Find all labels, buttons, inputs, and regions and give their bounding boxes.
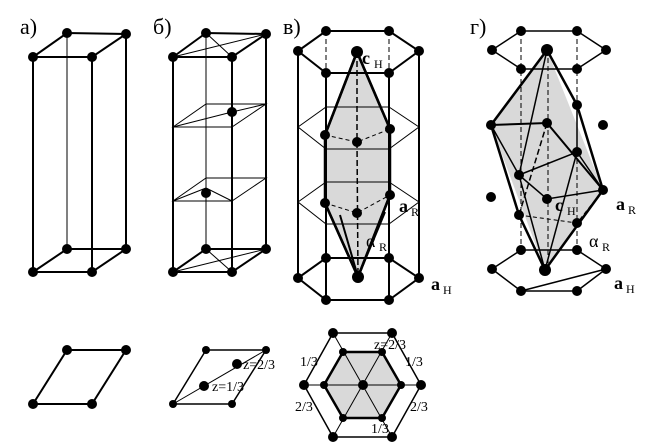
panel-g-vector-labels: c H a R α R a H xyxy=(555,194,636,296)
v-alpha-label: α xyxy=(366,231,376,251)
g-aR-label: a xyxy=(616,194,625,214)
panel-a-base-rhombus xyxy=(28,345,131,409)
panel-v-label: в) xyxy=(283,14,301,39)
v-alpha-sub: R xyxy=(379,240,387,254)
panel-b-base-projection xyxy=(169,346,270,408)
g-alpha-label: α xyxy=(589,231,599,251)
panel-g-atoms xyxy=(486,26,611,296)
v-c-sub: H xyxy=(374,57,383,71)
b-z-upper: z=2/3 xyxy=(243,358,275,373)
panel-v-projection xyxy=(299,328,426,442)
panel-g-label: г) xyxy=(470,14,486,39)
v-proj-left-bottom: 2/3 xyxy=(295,400,313,415)
g-aH-label: a xyxy=(614,273,623,293)
panel-b-projection-labels: z=2/3 z=1/3 xyxy=(212,358,275,395)
panel-b-prism xyxy=(169,31,270,273)
panel-a-atoms xyxy=(28,28,131,277)
panel-v-atoms xyxy=(293,26,424,305)
v-proj-right-bottom: 2/3 xyxy=(410,400,428,415)
panel-v-projection-labels: z=2/3 1/3 1/3 2/3 2/3 1/3 xyxy=(295,338,428,437)
g-aH-sub: H xyxy=(626,282,635,296)
v-proj-right-top: 1/3 xyxy=(405,355,423,370)
panel-g-rhombohedron-fill xyxy=(491,50,603,270)
b-z-lower: z=1/3 xyxy=(212,380,244,395)
v-proj-bottom: 1/3 xyxy=(371,422,389,437)
v-aR-sub: R xyxy=(411,205,419,219)
v-aR-label: a xyxy=(399,196,408,216)
v-aH-label: a xyxy=(431,274,440,294)
g-aR-sub: R xyxy=(628,203,636,217)
g-alpha-sub: R xyxy=(602,240,610,254)
panel-a-prism xyxy=(29,31,130,273)
v-proj-z-top: z=2/3 xyxy=(374,338,406,353)
panel-a-label: а) xyxy=(20,14,37,39)
v-c-label: c xyxy=(362,48,370,68)
panel-b-label: б) xyxy=(153,14,172,39)
g-c-label: c xyxy=(555,195,563,215)
v-proj-left-top: 1/3 xyxy=(300,355,318,370)
panel-v-vector-labels: c H a R α R a H xyxy=(362,48,452,297)
g-c-sub: H xyxy=(567,204,576,218)
v-aH-sub: H xyxy=(443,283,452,297)
panel-labels: а) б) в) г) xyxy=(20,14,486,39)
panel-b-atoms xyxy=(168,28,271,277)
